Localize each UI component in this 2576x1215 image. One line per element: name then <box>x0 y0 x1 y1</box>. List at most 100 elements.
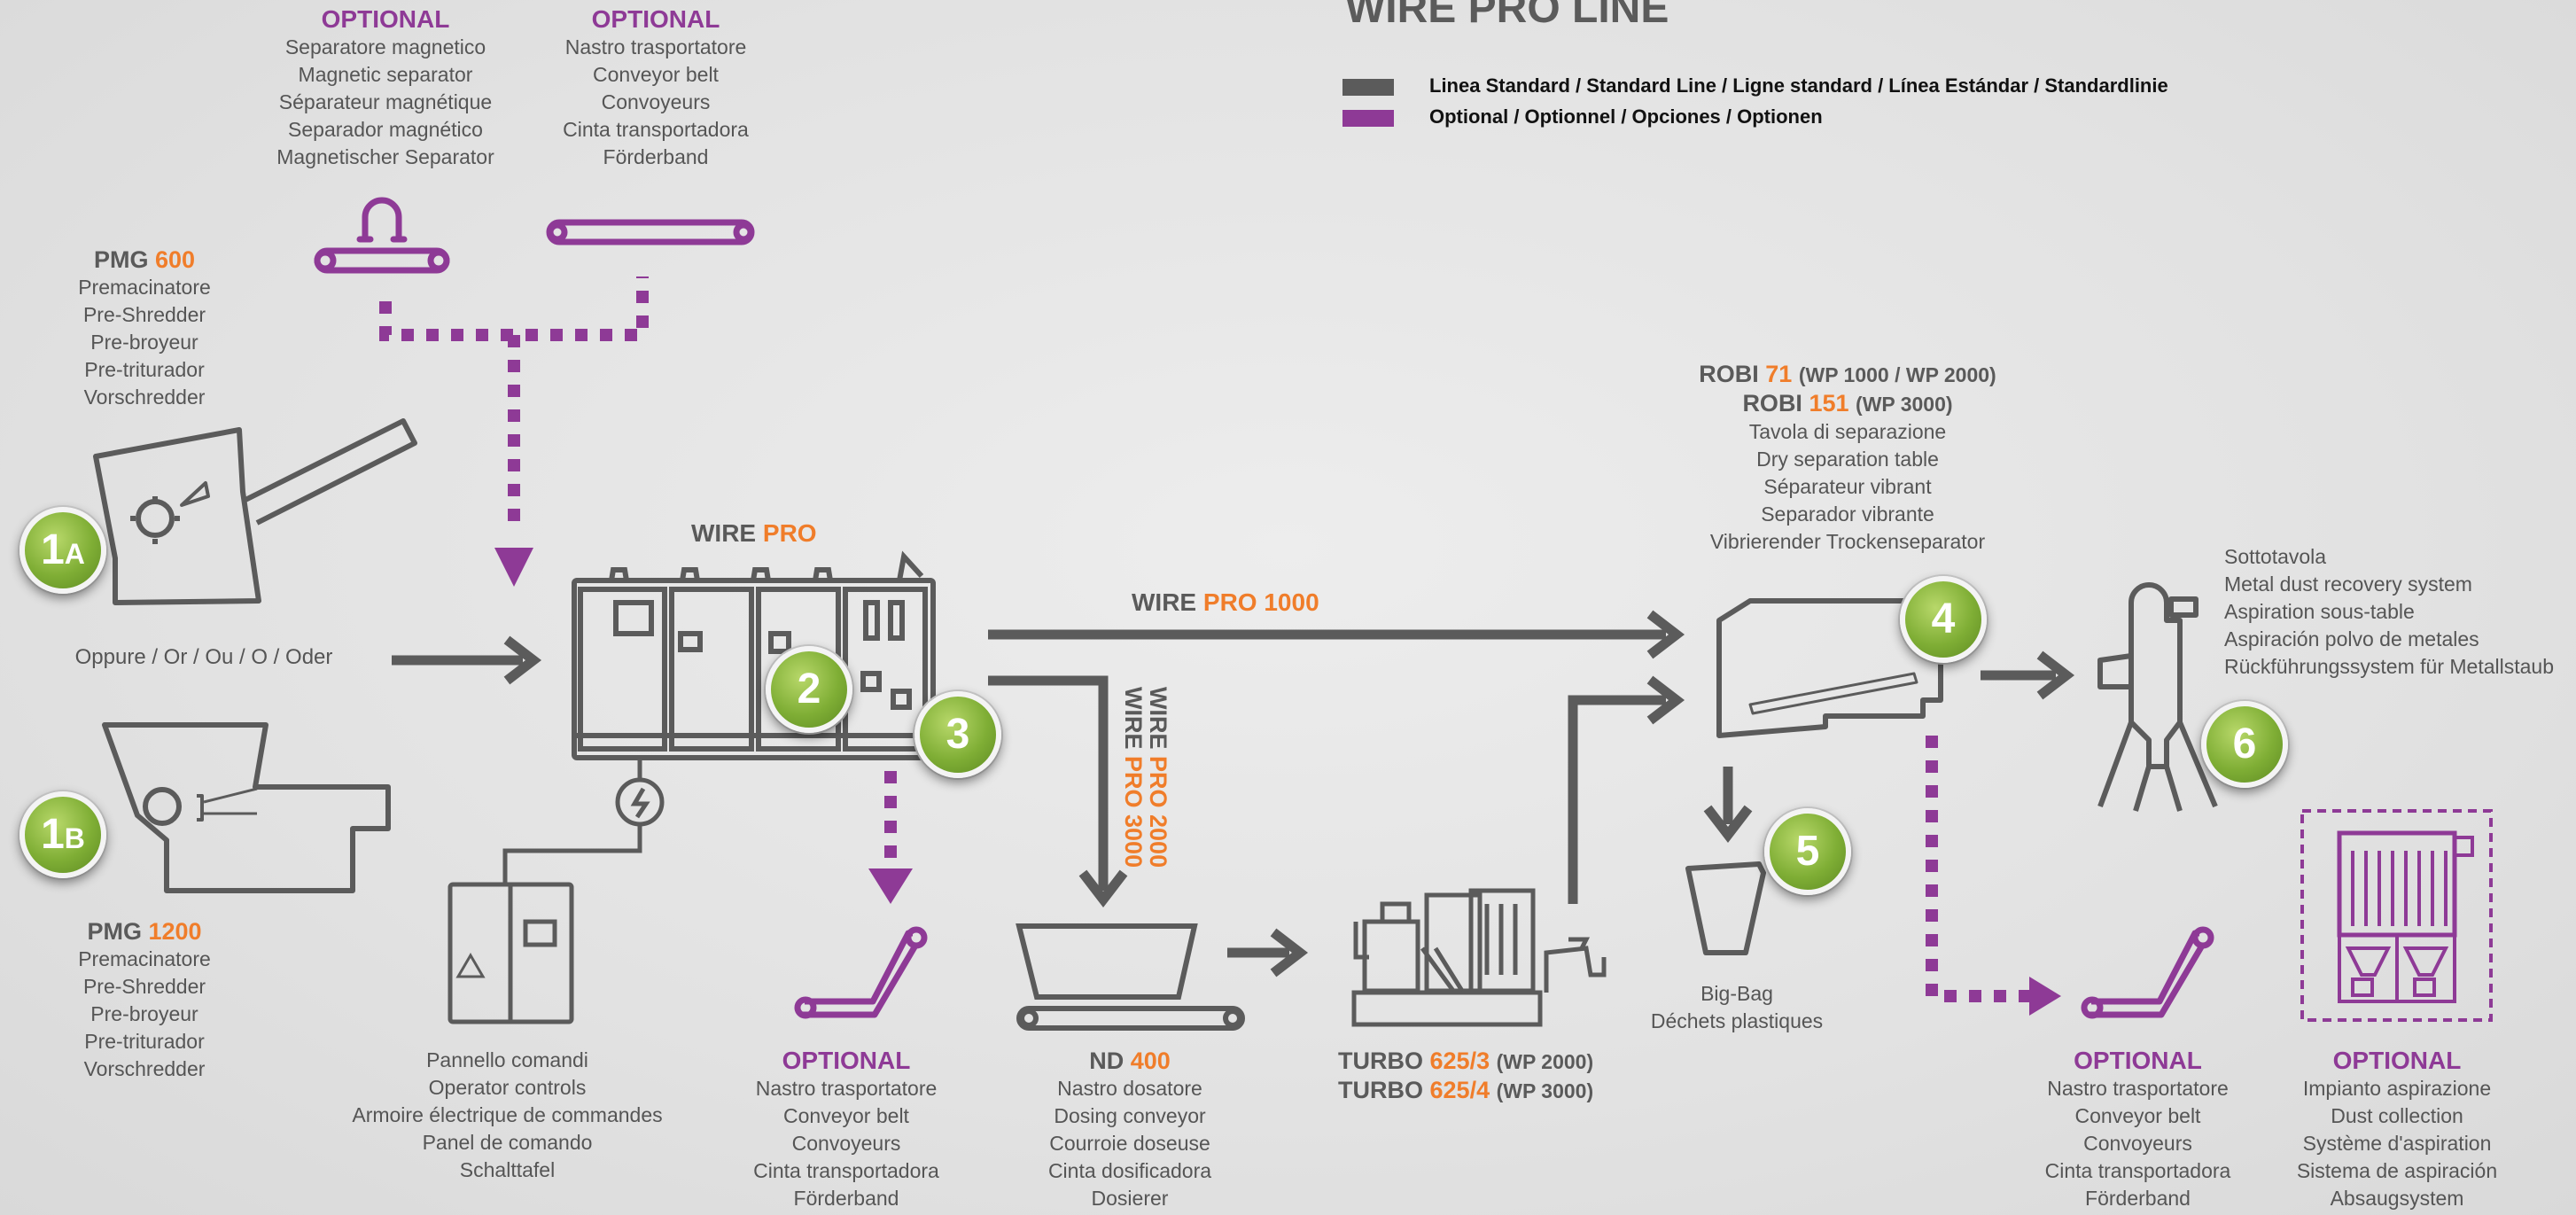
arrowhead-shredder-to-wirepro <box>503 635 542 685</box>
opt-conveyor-mid-line: Cinta transportadora <box>753 1159 939 1182</box>
opt-dust-collection-line: Système d'aspiration <box>2302 1132 2492 1155</box>
turbo-note-2: (WP 3000) <box>1496 1079 1594 1102</box>
turbo-line-1: TURBO 625/3 (WP 2000) <box>1338 1047 1622 1076</box>
turbo-name-2: TURBO <box>1338 1077 1423 1103</box>
control-panel-line: Armoire électrique de commandes <box>352 1103 663 1126</box>
pmg1200-line: Vorschredder <box>83 1057 206 1080</box>
wirepro2000-label: WIRE PRO 2000 <box>1144 687 1171 868</box>
pmg1200-line: Premacinatore <box>78 947 211 970</box>
control-panel-line: Pannello comandi <box>426 1048 588 1071</box>
control-panel-line: Schalttafel <box>459 1158 556 1181</box>
pmg1200-block: PMG 1200 Premacinatore Pre-Shredder Pre-… <box>60 917 229 1083</box>
robi-model-1: 71 <box>1765 361 1793 387</box>
opt-conveyor-right-line: Conveyor belt <box>2074 1104 2201 1127</box>
pmg600-name: PMG <box>93 246 149 273</box>
pmg1200-line: Pre-triturador <box>84 1030 205 1053</box>
legend-optional-swatch <box>1342 109 1394 127</box>
pmg600-block: PMG 600 Premacinatore Pre-Shredder Pre-b… <box>60 245 229 411</box>
arrowhead-turbo-to-robi <box>1646 675 1685 725</box>
robi-name-1: ROBI <box>1699 361 1759 387</box>
robi-separation-table-icon <box>1716 598 1943 738</box>
step-badge-1b-number: 1 <box>41 811 65 858</box>
step-badge-6: 6 <box>2201 701 2288 788</box>
wirepro1000-label: WIRE PRO 1000 <box>1132 588 1319 617</box>
or-text: Oppure / Or / Ou / O / Oder <box>74 645 333 669</box>
opt-magnetic-line: Magnetic separator <box>298 63 473 86</box>
pmg600-model: 600 <box>154 246 196 273</box>
robi-line-2: ROBI 151 (WP 3000) <box>1666 389 2029 418</box>
arrowhead-wirepro1000 <box>1646 610 1685 659</box>
nd400-model: 400 <box>1130 1048 1171 1074</box>
opt-magnetic-line: Magnetischer Separator <box>276 145 494 168</box>
optional-flow-lines <box>379 276 2029 1002</box>
robi-line: Separador vibrante <box>1761 502 1934 526</box>
opt-dust-collection-line: Absaugsystem <box>2330 1187 2464 1210</box>
opt-magnetic-block: OPTIONAL Separatore magnetico Magnetic s… <box>266 5 505 171</box>
turbo-block: TURBO 625/3 (WP 2000) TURBO 625/4 (WP 30… <box>1338 1047 1622 1105</box>
wirepro2000-label-b: PRO 2000 <box>1145 756 1171 868</box>
pmg1200-model: 1200 <box>148 918 202 945</box>
pmg600-shredder-icon <box>93 418 417 605</box>
turbo-note-1: (WP 2000) <box>1496 1050 1594 1073</box>
opt-conveyor-mid-line: Förderband <box>793 1187 899 1210</box>
step-badge-1b-letter: B <box>64 822 85 854</box>
robi-line: Séparateur vibrant <box>1763 475 1932 498</box>
step-badge-5: 5 <box>1764 808 1851 895</box>
dust-collection-icon <box>2300 809 2493 1022</box>
wirepro-label: WIRE PRO <box>691 519 817 548</box>
opt-magnetic-line: Separador magnético <box>288 118 483 141</box>
dust-recovery-icon <box>2097 582 2218 812</box>
control-panel-block: Pannello comandi Operator controls Armoi… <box>350 1047 665 1184</box>
opt-conveyor-right-line: Förderband <box>2085 1187 2191 1210</box>
dust-recovery-block: Sottotavola Metal dust recovery system A… <box>2224 543 2570 681</box>
opt-conveyor-right-heading: OPTIONAL <box>2074 1047 2202 1074</box>
nd400-line: Dosing conveyor <box>1054 1104 1206 1127</box>
opt-conveyor-mid-block: OPTIONAL Nastro trasportatore Conveyor b… <box>735 1047 957 1212</box>
nd400-block: ND 400 Nastro dosatore Dosing conveyor C… <box>1028 1047 1232 1212</box>
robi-line: Tavola di separazione <box>1748 420 1947 443</box>
wirepro-machine-icon <box>572 550 936 760</box>
robi-line-1: ROBI 71 (WP 1000 / WP 2000) <box>1666 360 2029 389</box>
step-badge-1b: 1B <box>19 791 106 878</box>
step-badge-2: 2 <box>766 646 852 733</box>
opt-conveyor-mid-line: Conveyor belt <box>783 1104 909 1127</box>
legend-standard-label: Linea Standard / Standard Line / Ligne s… <box>1429 74 2168 97</box>
step-badge-4: 4 <box>1900 576 1987 663</box>
turbo-model-2: 625/4 <box>1429 1077 1490 1103</box>
standard-flow-lines <box>392 610 2075 977</box>
nd400-line: Cinta dosificadora <box>1047 1159 1212 1182</box>
opt-conveyor-top-line: Förderband <box>603 145 709 168</box>
turbo-line-2: TURBO 625/4 (WP 3000) <box>1338 1076 1622 1105</box>
robi-note-2: (WP 3000) <box>1856 393 1953 416</box>
wirepro-label-b: PRO <box>762 519 817 547</box>
wirepro1000-label-b: PRO 1000 <box>1202 588 1319 616</box>
opt-dust-collection-line: Dust collection <box>2331 1104 2463 1127</box>
optional-merge-top <box>379 276 649 341</box>
legend-optional: Optional / Optionnel / Opciones / Option… <box>1342 105 1823 129</box>
robi-name-2: ROBI <box>1742 390 1802 417</box>
robi-line: Vibrierender Trockenseparator <box>1709 530 1986 553</box>
turbo-model-1: 625/3 <box>1429 1048 1490 1074</box>
step-badge-1a: 1A <box>19 507 106 594</box>
wirepro3000-label: WIRE PRO 3000 <box>1119 687 1147 868</box>
inclined-conveyor-right-icon <box>2081 926 2214 1019</box>
pmg600-line: Vorschredder <box>83 386 206 409</box>
opt-dust-collection-line: Impianto aspirazione <box>2302 1077 2492 1100</box>
control-panel-icon <box>447 758 665 1024</box>
wirepro1000-label-a: WIRE <box>1132 588 1197 616</box>
arrowhead-to-bigbag <box>1703 805 1753 844</box>
wirepro3000-label-b: PRO 3000 <box>1120 756 1147 868</box>
bigbag-line: Déchets plastiques <box>1650 1009 1824 1032</box>
pmg600-line: Pre-broyeur <box>90 331 198 354</box>
robi-model-2: 151 <box>1809 390 1849 417</box>
nd400-line: Nastro dosatore <box>1057 1077 1202 1100</box>
opt-conveyor-mid-heading: OPTIONAL <box>782 1047 911 1074</box>
pmg1200-title: PMG 1200 <box>60 917 229 946</box>
optional-arrowhead-conveyor-right <box>2029 977 2061 1016</box>
legend-standard: Linea Standard / Standard Line / Ligne s… <box>1342 74 2168 97</box>
pmg600-line: Premacinatore <box>78 276 211 299</box>
nd400-name: ND <box>1089 1048 1125 1074</box>
wirepro2000-label-a: WIRE <box>1145 687 1171 750</box>
inclined-conveyor-mid-icon <box>794 926 928 1019</box>
